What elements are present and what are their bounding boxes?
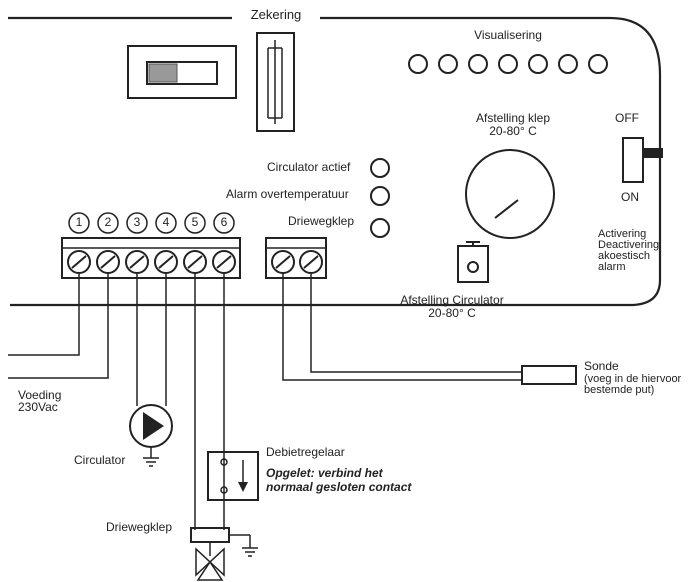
threeway-valve-led-label: Driewegklep	[288, 214, 355, 228]
power-label-2: 230Vac	[18, 400, 58, 414]
led-indicator-icon	[528, 54, 548, 74]
housing-outline	[8, 16, 662, 307]
circulator-pump-icon	[129, 404, 173, 458]
terminal-block-2	[265, 237, 327, 279]
on-off-toggle-icon	[622, 137, 663, 183]
led-indicator-icon	[588, 54, 608, 74]
flow-switch-icon	[207, 451, 259, 501]
led-indicator-icon	[468, 54, 488, 74]
fuse-icon	[256, 32, 295, 132]
led-indicator-icon	[370, 218, 390, 238]
activation-label-3: akoestisch	[598, 250, 650, 262]
ground-icon	[242, 547, 258, 557]
terminal-number: 2	[104, 215, 112, 229]
led-indicator-icon	[438, 54, 458, 74]
fuse-label: Zekering	[250, 7, 302, 22]
terminal-number: 4	[162, 215, 170, 229]
threeway-valve-label: Driewegklep	[106, 520, 173, 534]
alarm-overtemp-label: Alarm overtemperatuur	[226, 187, 349, 201]
power-switch-icon	[127, 45, 237, 99]
activation-label-4: alarm	[598, 261, 626, 273]
valve-adjust-label-1: Afstelling klep	[475, 111, 551, 125]
off-label: OFF	[615, 111, 639, 125]
terminal-number: 3	[133, 215, 141, 229]
probe-label-1: Sonde	[584, 359, 619, 373]
led-indicator-icon	[370, 186, 390, 206]
led-indicator-icon	[498, 54, 518, 74]
circ-adjust-label-1: Afstelling Circulator	[400, 293, 504, 307]
temperature-probe-icon	[521, 365, 577, 385]
valve-adjust-label-2: 20-80° C	[489, 124, 537, 138]
terminal-block-6	[61, 237, 241, 279]
activation-label-2: Deactivering	[598, 239, 660, 251]
warning-label-1: Opgelet: verbind het	[266, 466, 383, 480]
activation-label-1: Activering	[598, 228, 647, 240]
probe-label-2: (voeg in de hiervoor	[584, 373, 682, 385]
ground-icon	[143, 457, 159, 467]
led-indicator-icon	[408, 54, 428, 74]
visualisation-label: Visualisering	[474, 28, 542, 42]
terminal-number-circles	[68, 212, 235, 234]
circ-adjust-label-2: 20-80° C	[428, 306, 476, 320]
led-indicator-icon	[370, 158, 390, 178]
led-indicator-icon	[558, 54, 578, 74]
power-label-1: Voeding	[18, 388, 62, 402]
trimmer-icon	[457, 241, 489, 283]
terminal-number: 5	[191, 215, 199, 229]
visualisation-leds	[408, 54, 608, 74]
on-label: ON	[621, 190, 639, 204]
circulator-active-label: Circulator actief	[267, 160, 351, 174]
probe-label-3: bestemde put)	[584, 384, 655, 396]
three-way-valve-icon	[190, 527, 251, 581]
terminal-number: 6	[220, 215, 228, 229]
terminal-number: 1	[75, 215, 83, 229]
warning-label-2: normaal gesloten contact	[266, 480, 412, 494]
flow-regulator-label: Debietregelaar	[266, 445, 345, 459]
circulator-label: Circulator	[74, 453, 126, 467]
potentiometer-dial-icon	[465, 149, 555, 239]
